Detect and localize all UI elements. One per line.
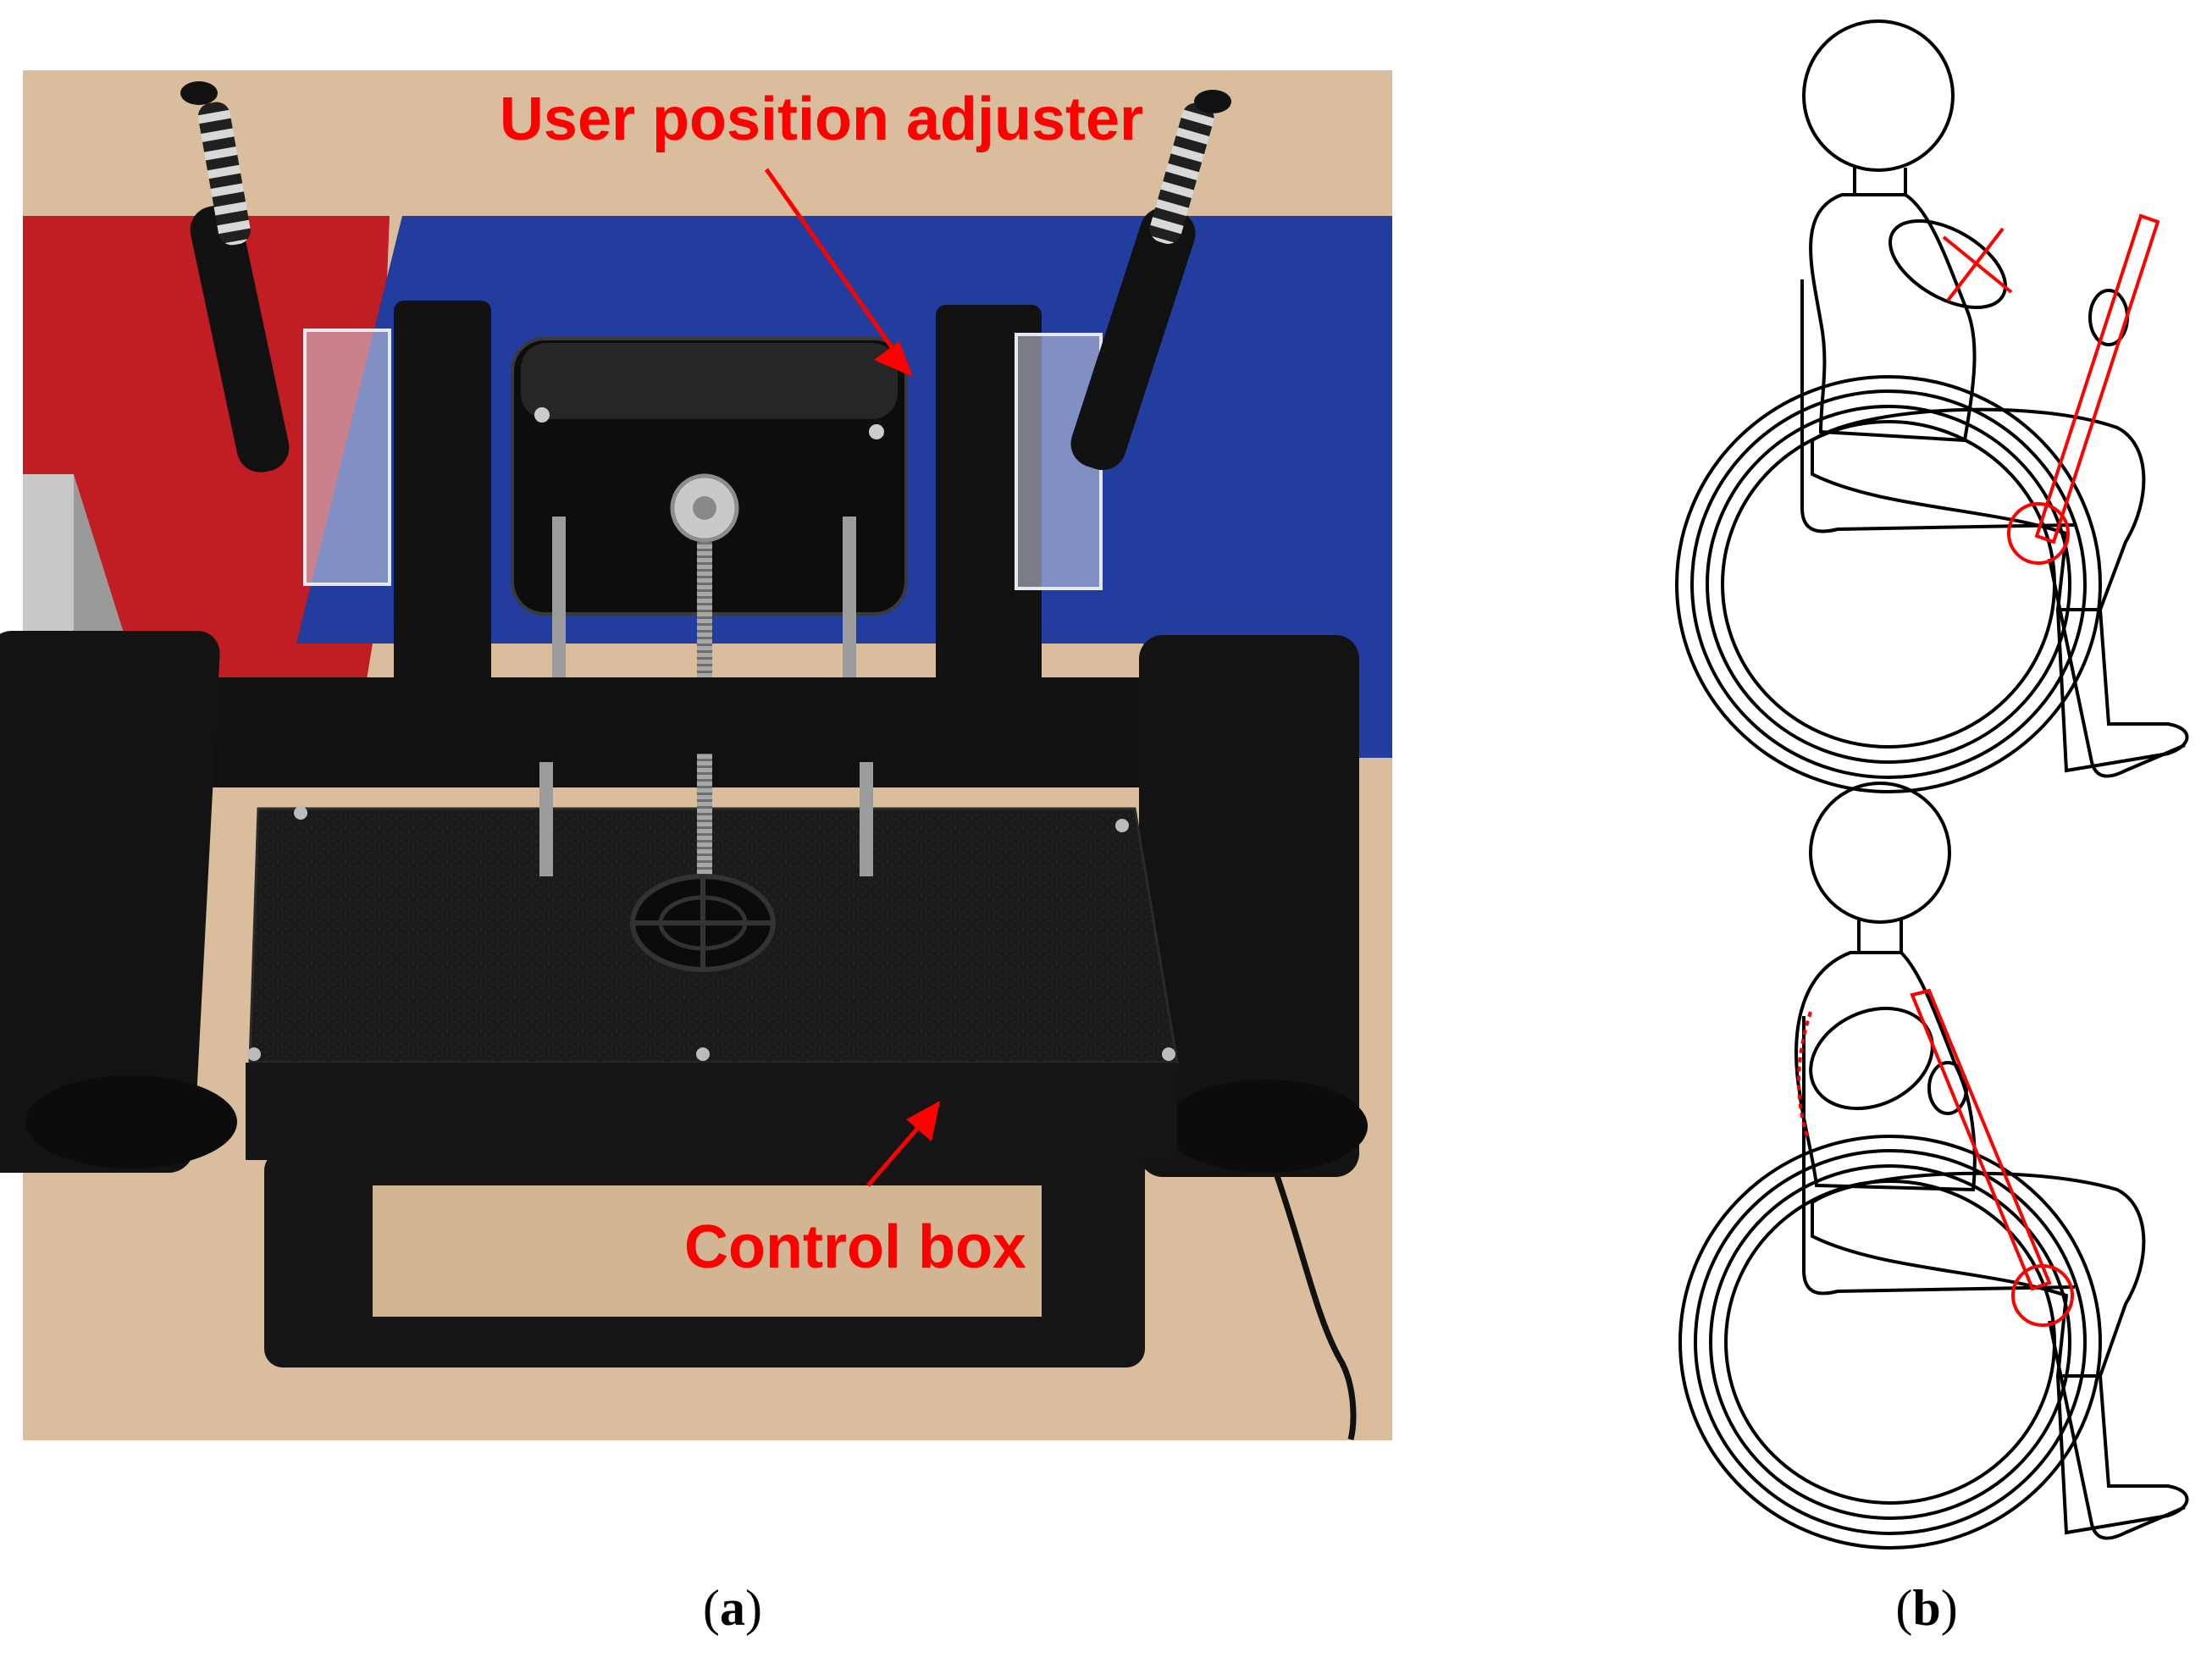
neck [1853, 168, 1907, 195]
footrest [2048, 1320, 2186, 1540]
wheel-outer [1675, 375, 2102, 793]
right-guide-rod [843, 517, 856, 686]
wheel-ring-2 [1694, 1149, 2087, 1535]
wheel-outer [1678, 1135, 2102, 1550]
wall-stand [23, 474, 74, 652]
chair-back [1802, 1016, 2076, 1296]
control-box-front [246, 1063, 1177, 1160]
caption-b-letter: b [1912, 1580, 1941, 1636]
right-lower-rod [860, 762, 873, 876]
front-cross-frame [129, 677, 1302, 787]
lever-pivot [2011, 1264, 2074, 1327]
label-control-box: Control box [684, 1213, 1026, 1281]
arrow-control-box [866, 1101, 940, 1187]
panel-b-diagram-top [1675, 19, 2189, 793]
left-front-leg [0, 631, 220, 1173]
caption-b: (b) [1895, 1580, 1958, 1636]
base-frame-opening [373, 1185, 1042, 1317]
caption-a-letter: a [720, 1580, 745, 1636]
head [1802, 19, 1955, 172]
wheel-ring-3 [1706, 405, 2071, 764]
wheel-ring-2 [1690, 390, 2087, 779]
seat-cushion-top [521, 343, 898, 419]
back-posture-mark [1797, 1011, 1812, 1140]
right-leg-end-cap [1164, 1080, 1368, 1173]
footrest [2048, 558, 2186, 778]
chair-back [1800, 279, 2076, 533]
lever-bar [2034, 213, 2160, 544]
lever-bar [1910, 988, 2052, 1291]
thigh [1811, 407, 2146, 611]
label-user-position-adjuster: User position adjuster [500, 86, 1143, 153]
left-handle [180, 81, 290, 472]
right-front-leg [1139, 635, 1359, 1177]
panel-a-photo: User position adjuster Control box [0, 70, 1392, 1440]
head [1809, 782, 1951, 924]
upper-arm [1888, 218, 2007, 310]
panel-b-bottom-red-marks [1797, 988, 2074, 1327]
thigh [1811, 1171, 2146, 1378]
upper-arm [1809, 1006, 1934, 1111]
left-lower-rod [539, 762, 553, 876]
hand [1927, 1061, 1968, 1115]
panel-b-top-red-marks [1942, 213, 2160, 565]
lead-screw-lower [697, 754, 712, 910]
torso [1794, 951, 1977, 1192]
wall-stand-shadow [74, 474, 127, 652]
lever-pivot [2007, 502, 2070, 565]
arrow-user-position-adjuster [764, 168, 913, 377]
wheel-inner [1721, 420, 2056, 749]
left-acrylic-guard [303, 329, 391, 586]
neck [1857, 919, 1903, 953]
wheel-ring-3 [1709, 1164, 2071, 1520]
left-side-wall [394, 301, 491, 699]
right-handle [1070, 90, 1231, 471]
lead-screw-upper [697, 542, 712, 690]
caption-a: (a) [703, 1580, 762, 1636]
left-leg-end-cap [25, 1075, 237, 1169]
cross-mark-2 [1946, 227, 2005, 302]
panel-b-diagram-bottom [1678, 782, 2189, 1550]
wheel-inner [1724, 1180, 2056, 1505]
left-guide-rod [552, 517, 566, 686]
power-cable [1271, 1167, 1357, 1440]
